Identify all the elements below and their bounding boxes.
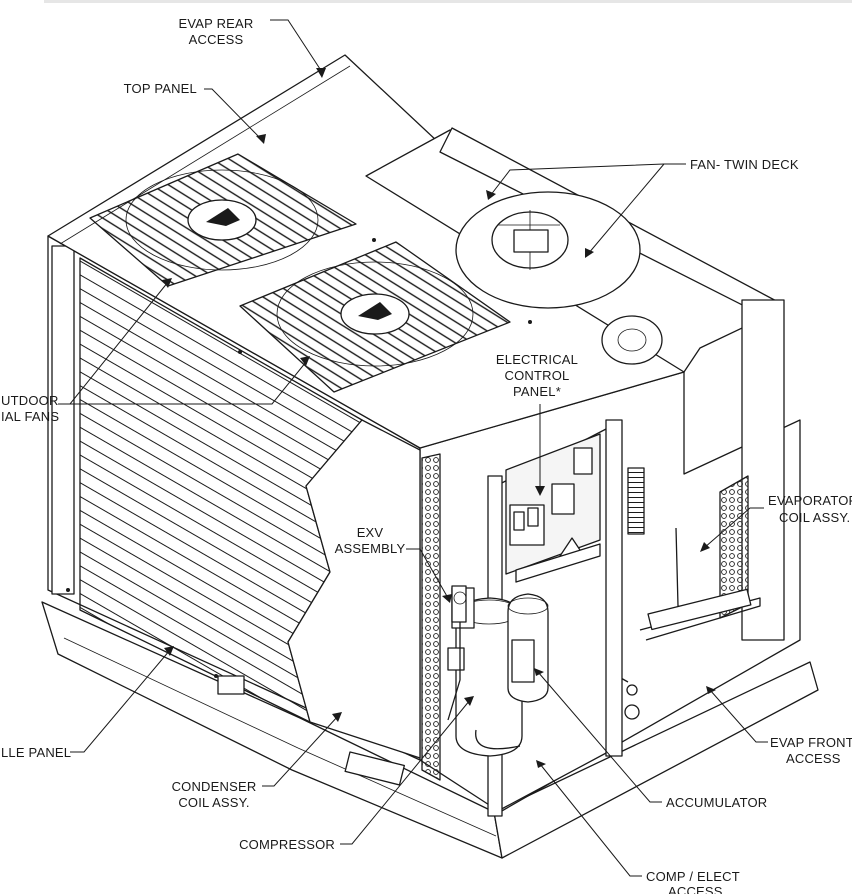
- condenser-coil: [421, 453, 441, 781]
- electrical-control-panel: [505, 433, 601, 583]
- leader-lines: [58, 19, 768, 877]
- outdoor-fan-2: [239, 241, 511, 393]
- label-evaporator-coil-assy-2: COIL ASSY.: [779, 510, 850, 525]
- label-evaporator-coil-assy-1: EVAPORATOR: [768, 493, 852, 508]
- label-evap-rear-access-2: ACCESS: [189, 32, 244, 47]
- label-outdoor-axial-fans-2: IAL FANS: [1, 409, 59, 424]
- label-accumulator: ACCUMULATOR: [666, 795, 767, 810]
- access-port-b: [624, 704, 640, 720]
- evap-right-post: [741, 299, 785, 641]
- callout-labels: EVAP REAR ACCESS TOP PANEL FAN- TWIN DEC…: [1, 16, 852, 894]
- twin-deck-fan: [455, 191, 663, 365]
- page-top-band: [44, 0, 852, 3]
- label-comp-elect-access-2: ACCESS: [668, 884, 723, 894]
- label-top-panel: TOP PANEL: [124, 81, 197, 96]
- label-condenser-coil-assy-1: CONDENSER: [172, 779, 257, 794]
- accumulator: [507, 593, 549, 703]
- label-grille-panel: LLE PANEL: [1, 745, 71, 760]
- label-evap-rear-access-1: EVAP REAR: [178, 16, 253, 31]
- left-corner-post: [51, 245, 75, 595]
- label-compressor: COMPRESSOR: [239, 837, 335, 852]
- outdoor-fan-1: [89, 153, 357, 287]
- unit-body: [41, 54, 819, 859]
- label-evap-front-access-1: EVAP FRONT: [770, 735, 852, 750]
- base-pan-right: [493, 661, 819, 859]
- label-electrical-control-panel-1: ELECTRICAL: [496, 352, 578, 367]
- label-fan-twin-deck: FAN- TWIN DECK: [690, 157, 799, 172]
- label-exv-assembly-2: ASSEMBLY: [335, 541, 406, 556]
- label-electrical-control-panel-3: PANEL*: [513, 384, 561, 399]
- label-comp-elect-access-1: COMP / ELECT: [646, 869, 740, 884]
- label-exv-assembly-1: EXV: [357, 525, 384, 540]
- exv-assembly: [447, 585, 467, 721]
- label-outdoor-axial-fans-1: UTDOOR: [1, 393, 59, 408]
- label-condenser-coil-assy-2: COIL ASSY.: [178, 795, 249, 810]
- label-electrical-control-panel-2: CONTROL: [505, 368, 570, 383]
- label-evap-front-access-2: ACCESS: [786, 751, 841, 766]
- access-port-a: [626, 684, 638, 696]
- vent-slots: [627, 467, 645, 535]
